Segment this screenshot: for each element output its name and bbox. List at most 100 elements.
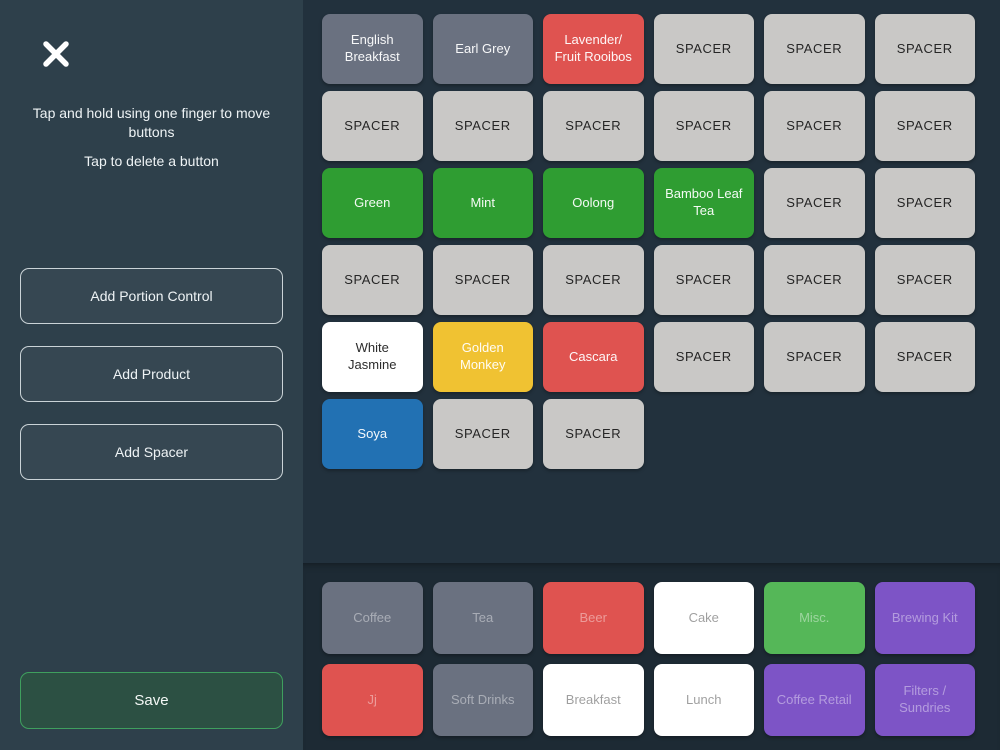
button-label: Mint: [470, 194, 496, 210]
grid-button-spacer[interactable]: SPACER: [432, 399, 533, 469]
button-label: Jj: [367, 691, 377, 707]
add-spacer-button[interactable]: Add Spacer: [20, 424, 283, 480]
button-label: SPACER: [675, 40, 732, 56]
grid-button-lavender-fruit-rooibos[interactable]: Lavender/ Fruit Rooibos: [543, 14, 644, 84]
category-button-beer[interactable]: Beer: [543, 582, 644, 654]
button-label: SPACER: [786, 194, 843, 210]
button-label: Soft Drinks: [450, 691, 515, 707]
category-button-cake[interactable]: Cake: [653, 582, 754, 654]
grid-button-bamboo-leaf-tea[interactable]: Bamboo Leaf Tea: [653, 168, 754, 238]
button-label: Coffee: [353, 609, 392, 625]
category-button-brewing-kit[interactable]: Brewing Kit: [874, 582, 975, 654]
button-label: Tea: [472, 609, 494, 625]
grid-button-spacer[interactable]: SPACER: [764, 168, 865, 238]
button-label: SPACER: [454, 117, 511, 133]
button-label: Lavender/ Fruit Rooibos: [554, 32, 632, 64]
button-label: Lunch: [686, 691, 722, 707]
instruction-delete-text: Tap to delete a button: [84, 152, 219, 169]
save-button-label: Save: [134, 692, 169, 709]
grid-button-green[interactable]: Green: [322, 168, 423, 238]
grid-button-spacer[interactable]: SPACER: [874, 322, 975, 392]
button-label: Add Portion Control: [90, 288, 213, 304]
grid-button-spacer[interactable]: SPACER: [874, 245, 975, 315]
button-label: SPACER: [896, 194, 953, 210]
grid-button-earl-grey[interactable]: Earl Grey: [432, 14, 533, 84]
button-label: Earl Grey: [455, 40, 511, 56]
grid-button-spacer[interactable]: SPACER: [764, 245, 865, 315]
product-button-grid: English Breakfast Earl Grey Lavender/ Frui…: [303, 0, 1000, 469]
button-label: English Breakfast: [344, 32, 400, 64]
add-product-button[interactable]: Add Product: [20, 346, 283, 402]
button-label: SPACER: [344, 271, 401, 287]
grid-button-spacer[interactable]: SPACER: [432, 91, 533, 161]
grid-button-spacer[interactable]: SPACER: [322, 245, 423, 315]
button-label: SPACER: [675, 348, 732, 364]
close-icon[interactable]: [38, 36, 74, 72]
button-label: SPACER: [786, 271, 843, 287]
category-button-tea[interactable]: Tea: [432, 582, 533, 654]
button-label: SPACER: [896, 117, 953, 133]
button-label: Cascara: [569, 348, 618, 364]
category-button-misc[interactable]: Misc.: [764, 582, 865, 654]
button-label: Breakfast: [565, 691, 621, 707]
button-label: White Jasmine: [348, 340, 397, 372]
category-button-soft-drinks[interactable]: Soft Drinks: [432, 664, 533, 736]
grid-button-english-breakfast[interactable]: English Breakfast: [322, 14, 423, 84]
grid-button-spacer[interactable]: SPACER: [874, 168, 975, 238]
category-button-lunch[interactable]: Lunch: [653, 664, 754, 736]
button-label: SPACER: [565, 425, 622, 441]
edit-instructions: Tap and hold using one finger to move bu…: [0, 104, 303, 180]
layout-editor-area: English Breakfast Earl Grey Lavender/ Frui…: [303, 0, 1000, 750]
category-button-coffee[interactable]: Coffee: [322, 582, 423, 654]
button-label: SPACER: [786, 348, 843, 364]
button-label: SPACER: [786, 117, 843, 133]
grid-button-spacer[interactable]: SPACER: [432, 245, 533, 315]
category-button-filters-sundries[interactable]: Filters / Sundries: [874, 664, 975, 736]
grid-button-spacer[interactable]: SPACER: [653, 245, 754, 315]
button-label: Coffee Retail: [776, 691, 852, 707]
button-label: Filters / Sundries: [899, 683, 951, 715]
button-label: Add Product: [112, 366, 191, 382]
button-label: Brewing Kit: [891, 609, 958, 625]
grid-button-mint[interactable]: Mint: [432, 168, 533, 238]
button-label: SPACER: [454, 425, 511, 441]
button-label: Green: [354, 194, 391, 210]
button-label: SPACER: [675, 271, 732, 287]
grid-button-spacer[interactable]: SPACER: [874, 14, 975, 84]
button-label: Golden Monkey: [459, 340, 506, 372]
category-button-coffee-retail[interactable]: Coffee Retail: [764, 664, 865, 736]
grid-button-spacer[interactable]: SPACER: [653, 322, 754, 392]
button-label: Bamboo Leaf Tea: [665, 186, 743, 218]
edit-sidebar: Tap and hold using one finger to move bu…: [0, 0, 303, 750]
grid-button-oolong[interactable]: Oolong: [543, 168, 644, 238]
button-label: Beer: [579, 609, 607, 625]
button-label: SPACER: [896, 271, 953, 287]
grid-button-spacer[interactable]: SPACER: [764, 91, 865, 161]
button-label: Misc.: [799, 609, 830, 625]
grid-button-spacer[interactable]: SPACER: [653, 91, 754, 161]
grid-button-golden-monkey[interactable]: Golden Monkey: [432, 322, 533, 392]
grid-button-spacer[interactable]: SPACER: [543, 245, 644, 315]
grid-button-spacer[interactable]: SPACER: [322, 91, 423, 161]
category-button-jj[interactable]: Jj: [322, 664, 423, 736]
save-button[interactable]: Save: [20, 672, 283, 729]
add-portion-control-button[interactable]: Add Portion Control: [20, 268, 283, 324]
button-label: SPACER: [565, 271, 622, 287]
grid-button-spacer[interactable]: SPACER: [874, 91, 975, 161]
category-button-breakfast[interactable]: Breakfast: [543, 664, 644, 736]
grid-button-white-jasmine[interactable]: White Jasmine: [322, 322, 423, 392]
x-icon: [43, 41, 69, 67]
grid-button-spacer[interactable]: SPACER: [543, 399, 644, 469]
grid-button-spacer[interactable]: SPACER: [764, 322, 865, 392]
grid-button-soya[interactable]: Soya: [322, 399, 423, 469]
grid-button-spacer[interactable]: SPACER: [543, 91, 644, 161]
grid-button-spacer[interactable]: SPACER: [653, 14, 754, 84]
grid-button-cascara[interactable]: Cascara: [543, 322, 644, 392]
button-label: SPACER: [786, 40, 843, 56]
button-label: SPACER: [896, 348, 953, 364]
button-label: SPACER: [675, 117, 732, 133]
grid-button-spacer[interactable]: SPACER: [764, 14, 865, 84]
